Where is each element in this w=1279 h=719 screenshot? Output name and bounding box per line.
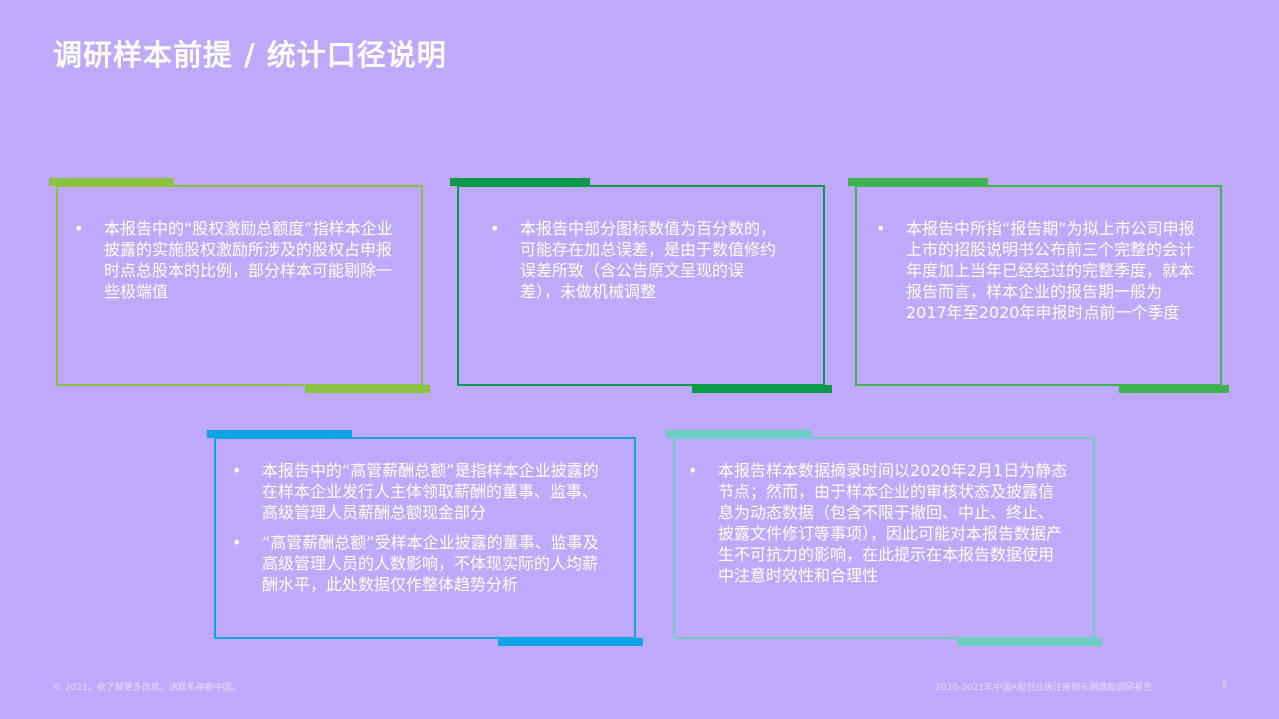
card-accent-bottom — [305, 385, 430, 393]
bullet-text: 本报告中的“高管薪酬总额”是指样本企业披露的在样本企业发行人主体领取薪酬的董事、… — [262, 461, 599, 522]
list-item: • 本报告样本数据摘录时间以2020年2月1日为静态节点；然而，由于样本企业的审… — [688, 460, 1068, 586]
bullet-text: 本报告中所指“报告期”为拟上市公司申报上市的招股说明书公布前三个完整的会计年度加… — [906, 219, 1195, 322]
page-number: 5 — [1222, 680, 1228, 690]
note-card-rounding: • 本报告中部分图标数值为百分数的，可能存在加总误差，是由于数值修约误差所致（含… — [450, 178, 832, 393]
footer-report-title: 2020-2021年中国A股创业板注册制长期激励调研报告 — [935, 683, 1153, 693]
bullet-icon: • — [688, 461, 698, 480]
card-accent-top — [450, 178, 590, 186]
card-bullet-list: • 本报告中所指“报告期”为拟上市公司申报上市的招股说明书公布前三个完整的会计年… — [876, 218, 1196, 332]
bullet-icon: • — [490, 219, 500, 238]
note-card-equity-incentive: • 本报告中的“股权激励总额度”指样本企业披露的实施股权激励所涉及的股权占申报时… — [49, 178, 430, 393]
bullet-text: 本报告中的“股权激励总额度”指样本企业披露的实施股权激励所涉及的股权占申报时点总… — [104, 219, 393, 301]
card-accent-top — [848, 178, 988, 186]
bullet-text: “高管薪酬总额”受样本企业披露的董事、监事及高级管理人员的人数影响，不体现实际的… — [262, 533, 599, 594]
bullet-icon: • — [232, 533, 242, 552]
bullet-text: 本报告中部分图标数值为百分数的，可能存在加总误差，是由于数值修约误差所致（含公告… — [520, 219, 777, 301]
list-item: • 本报告中所指“报告期”为拟上市公司申报上市的招股说明书公布前三个完整的会计年… — [876, 218, 1196, 323]
card-accent-bottom — [957, 638, 1102, 646]
list-item: • 本报告中的“股权激励总额度”指样本企业披露的实施股权激励所涉及的股权占申报时… — [74, 218, 394, 302]
card-accent-bottom — [498, 638, 643, 646]
card-accent-bottom — [1119, 385, 1229, 393]
list-item: • 本报告中部分图标数值为百分数的，可能存在加总误差，是由于数值修约误差所致（含… — [490, 218, 780, 302]
card-accent-top — [207, 430, 352, 438]
card-frame — [855, 185, 1222, 386]
card-accent-top — [49, 178, 174, 186]
bullet-icon: • — [74, 219, 84, 238]
bullet-icon: • — [232, 461, 242, 480]
page-title: 调研样本前提 / 统计口径说明 — [53, 38, 447, 72]
footer-copyright: © 2021。欲了解更多信息，请联系德勤中国。 — [53, 683, 241, 693]
card-accent-top — [666, 430, 811, 438]
note-card-executive-pay: • 本报告中的“高管薪酬总额”是指样本企业披露的在样本企业发行人主体领取薪酬的董… — [207, 430, 643, 646]
note-card-data-cutoff: • 本报告样本数据摘录时间以2020年2月1日为静态节点；然而，由于样本企业的审… — [666, 430, 1102, 646]
card-bullet-list: • 本报告中的“股权激励总额度”指样本企业披露的实施股权激励所涉及的股权占申报时… — [74, 218, 394, 311]
card-frame — [56, 185, 423, 386]
bullet-text: 本报告样本数据摘录时间以2020年2月1日为静态节点；然而，由于样本企业的审核状… — [718, 461, 1068, 585]
list-item: • “高管薪酬总额”受样本企业披露的董事、监事及高级管理人员的人数影响，不体现实… — [232, 532, 612, 595]
note-card-reporting-period: • 本报告中所指“报告期”为拟上市公司申报上市的招股说明书公布前三个完整的会计年… — [848, 178, 1229, 393]
card-bullet-list: • 本报告中的“高管薪酬总额”是指样本企业披露的在样本企业发行人主体领取薪酬的董… — [232, 460, 612, 604]
card-frame — [457, 185, 825, 386]
bullet-icon: • — [876, 219, 886, 238]
card-frame — [214, 437, 636, 639]
card-accent-bottom — [692, 385, 832, 393]
card-bullet-list: • 本报告样本数据摘录时间以2020年2月1日为静态节点；然而，由于样本企业的审… — [688, 460, 1068, 595]
card-bullet-list: • 本报告中部分图标数值为百分数的，可能存在加总误差，是由于数值修约误差所致（含… — [490, 218, 780, 311]
list-item: • 本报告中的“高管薪酬总额”是指样本企业披露的在样本企业发行人主体领取薪酬的董… — [232, 460, 612, 523]
card-frame — [673, 437, 1095, 639]
